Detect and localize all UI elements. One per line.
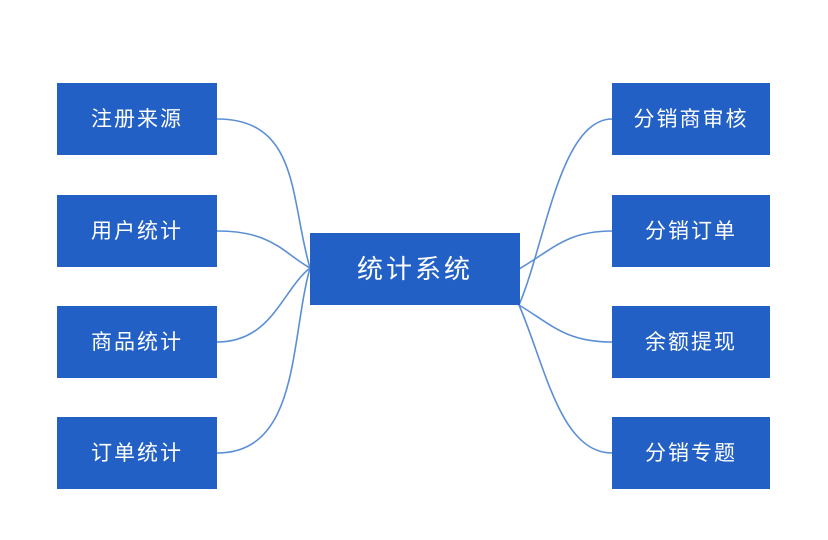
node-left-3-label: 商品统计 <box>91 330 183 354</box>
node-left-4-label: 订单统计 <box>91 441 183 465</box>
node-right-4-label: 分销专题 <box>645 441 737 465</box>
node-right-2-label: 分销订单 <box>645 219 737 243</box>
node-right-4[interactable]: 分销专题 <box>612 417 770 489</box>
connector-2 <box>216 230 311 269</box>
node-right-3[interactable]: 余额提现 <box>612 306 770 378</box>
connector-6 <box>518 230 613 270</box>
connector-5 <box>518 118 613 306</box>
node-right-3-label: 余额提现 <box>645 330 737 354</box>
connector-3 <box>216 267 311 343</box>
connector-4 <box>216 267 311 454</box>
node-right-2[interactable]: 分销订单 <box>612 195 770 267</box>
node-right-1-label: 分销商审核 <box>633 107 749 131</box>
connector-7 <box>518 304 613 343</box>
node-center-label: 统计系统 <box>356 254 473 284</box>
node-left-3[interactable]: 商品统计 <box>57 306 217 378</box>
node-left-1[interactable]: 注册来源 <box>57 83 217 155</box>
node-right-1[interactable]: 分销商审核 <box>612 83 770 155</box>
node-center[interactable]: 统计系统 <box>310 233 520 305</box>
connector-8 <box>518 304 613 454</box>
node-left-2-label: 用户统计 <box>91 219 183 243</box>
connector-1 <box>216 118 311 269</box>
node-left-4[interactable]: 订单统计 <box>57 417 217 489</box>
node-left-1-label: 注册来源 <box>91 107 183 131</box>
node-left-2[interactable]: 用户统计 <box>57 195 217 267</box>
